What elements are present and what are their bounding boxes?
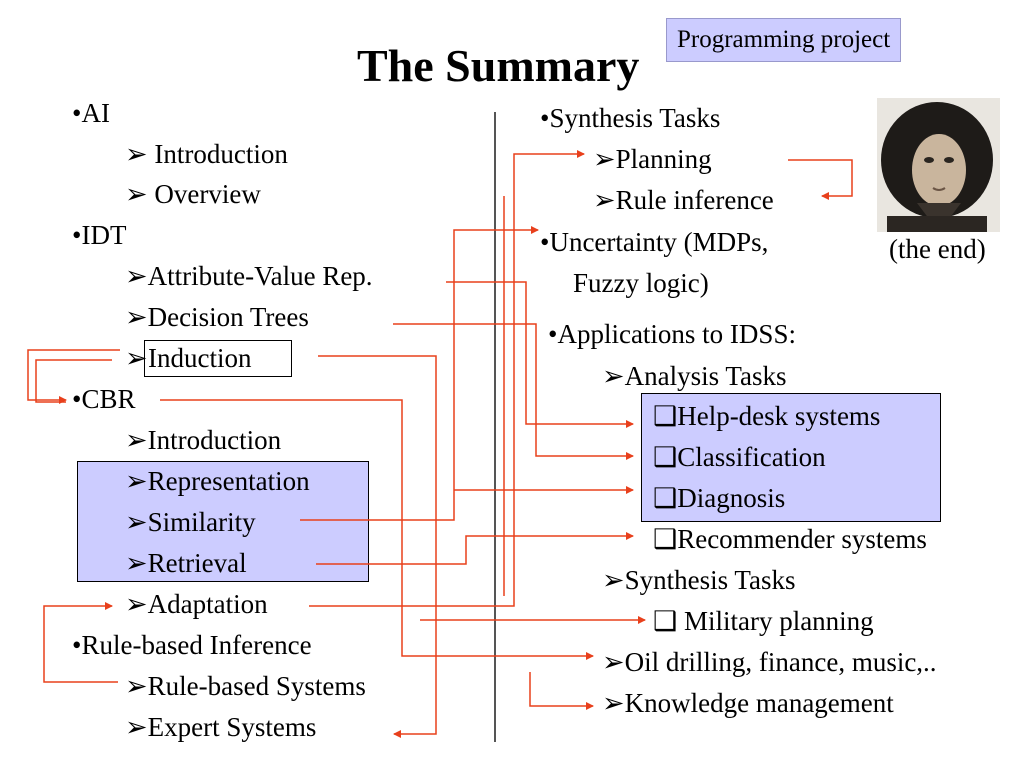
applications-analysis-tasks: ➢Analysis Tasks — [602, 361, 787, 391]
arrow-induction-left — [27, 349, 120, 404]
applications-knowledge-management: ➢Knowledge management — [602, 688, 894, 718]
arrow-retrieval-rec — [316, 532, 634, 565]
photo-caption: (the end) — [889, 234, 986, 264]
rbi-expert-systems: ➢Expert Systems — [125, 712, 317, 742]
cbr-retrieval: ➢Retrieval — [125, 548, 247, 578]
arrow-avr-recommender — [446, 281, 634, 428]
arrow-adaptation-planning — [309, 150, 585, 607]
arrow-induction-expert — [318, 355, 437, 738]
section-synthesis-tasks: •Synthesis Tasks — [540, 103, 721, 133]
arrow-planning-rule — [788, 159, 853, 200]
induction-box — [144, 340, 292, 377]
page-title: The Summary — [357, 40, 640, 91]
idt-induction: Induction — [148, 343, 252, 373]
synthesis-military-planning: ❑ Military planning — [653, 606, 874, 636]
analysis-highlight-box — [641, 393, 941, 522]
uncertainty-continued: Fuzzy logic) — [573, 268, 709, 298]
cbr-adaptation: ➢Adaptation — [125, 589, 268, 619]
applications-synthesis-tasks: ➢Synthesis Tasks — [602, 565, 796, 595]
section-uncertainty: •Uncertainty (MDPs, — [540, 227, 769, 257]
cbr-similarity: ➢Similarity — [125, 507, 256, 537]
arrow-trees-classification — [393, 323, 634, 460]
idt-attribute-value: ➢Attribute-Value Rep. — [125, 261, 373, 291]
rbi-rule-based-systems: ➢Rule-based Systems — [125, 671, 366, 701]
cbr-representation: ➢Representation — [125, 466, 310, 496]
arrow-cbr-oil — [160, 399, 594, 660]
section-applications: •Applications to IDSS: — [548, 319, 796, 349]
section-rule-based-inference: •Rule-based Inference — [72, 630, 312, 660]
section-idt: •IDT — [72, 220, 127, 250]
arrow-cbr-loop — [35, 359, 112, 403]
cbr-introduction: ➢Introduction — [125, 425, 282, 455]
analysis-helpdesk: ❑Help-desk systems — [653, 401, 881, 431]
portrait-photo — [877, 98, 1000, 232]
idt-induction-arrow: ➢ — [125, 343, 148, 373]
ai-overview: ➢ Overview — [125, 179, 261, 209]
programming-project-badge: Programming project — [666, 18, 902, 62]
section-cbr: •CBR — [72, 384, 136, 414]
synthesis-rule-inference: ➢Rule inference — [593, 185, 774, 215]
analysis-recommender: ❑Recommender systems — [653, 524, 927, 554]
arrow-rbs-adaptation — [43, 602, 118, 683]
analysis-classification: ❑Classification — [653, 442, 826, 472]
idt-decision-trees: ➢Decision Trees — [125, 302, 309, 332]
arrow-knowledge — [529, 672, 594, 710]
cbr-highlight-box — [77, 461, 369, 582]
analysis-diagnosis: ❑Diagnosis — [653, 483, 786, 513]
ai-introduction: ➢ Introduction — [125, 139, 288, 169]
synthesis-planning: ➢Planning — [593, 144, 712, 174]
applications-oil-drilling: ➢Oil drilling, finance, music,.. — [602, 647, 937, 677]
arrow-similarity-diagnosis — [300, 226, 539, 521]
column-divider — [494, 112, 496, 742]
section-ai: •AI — [72, 98, 110, 128]
